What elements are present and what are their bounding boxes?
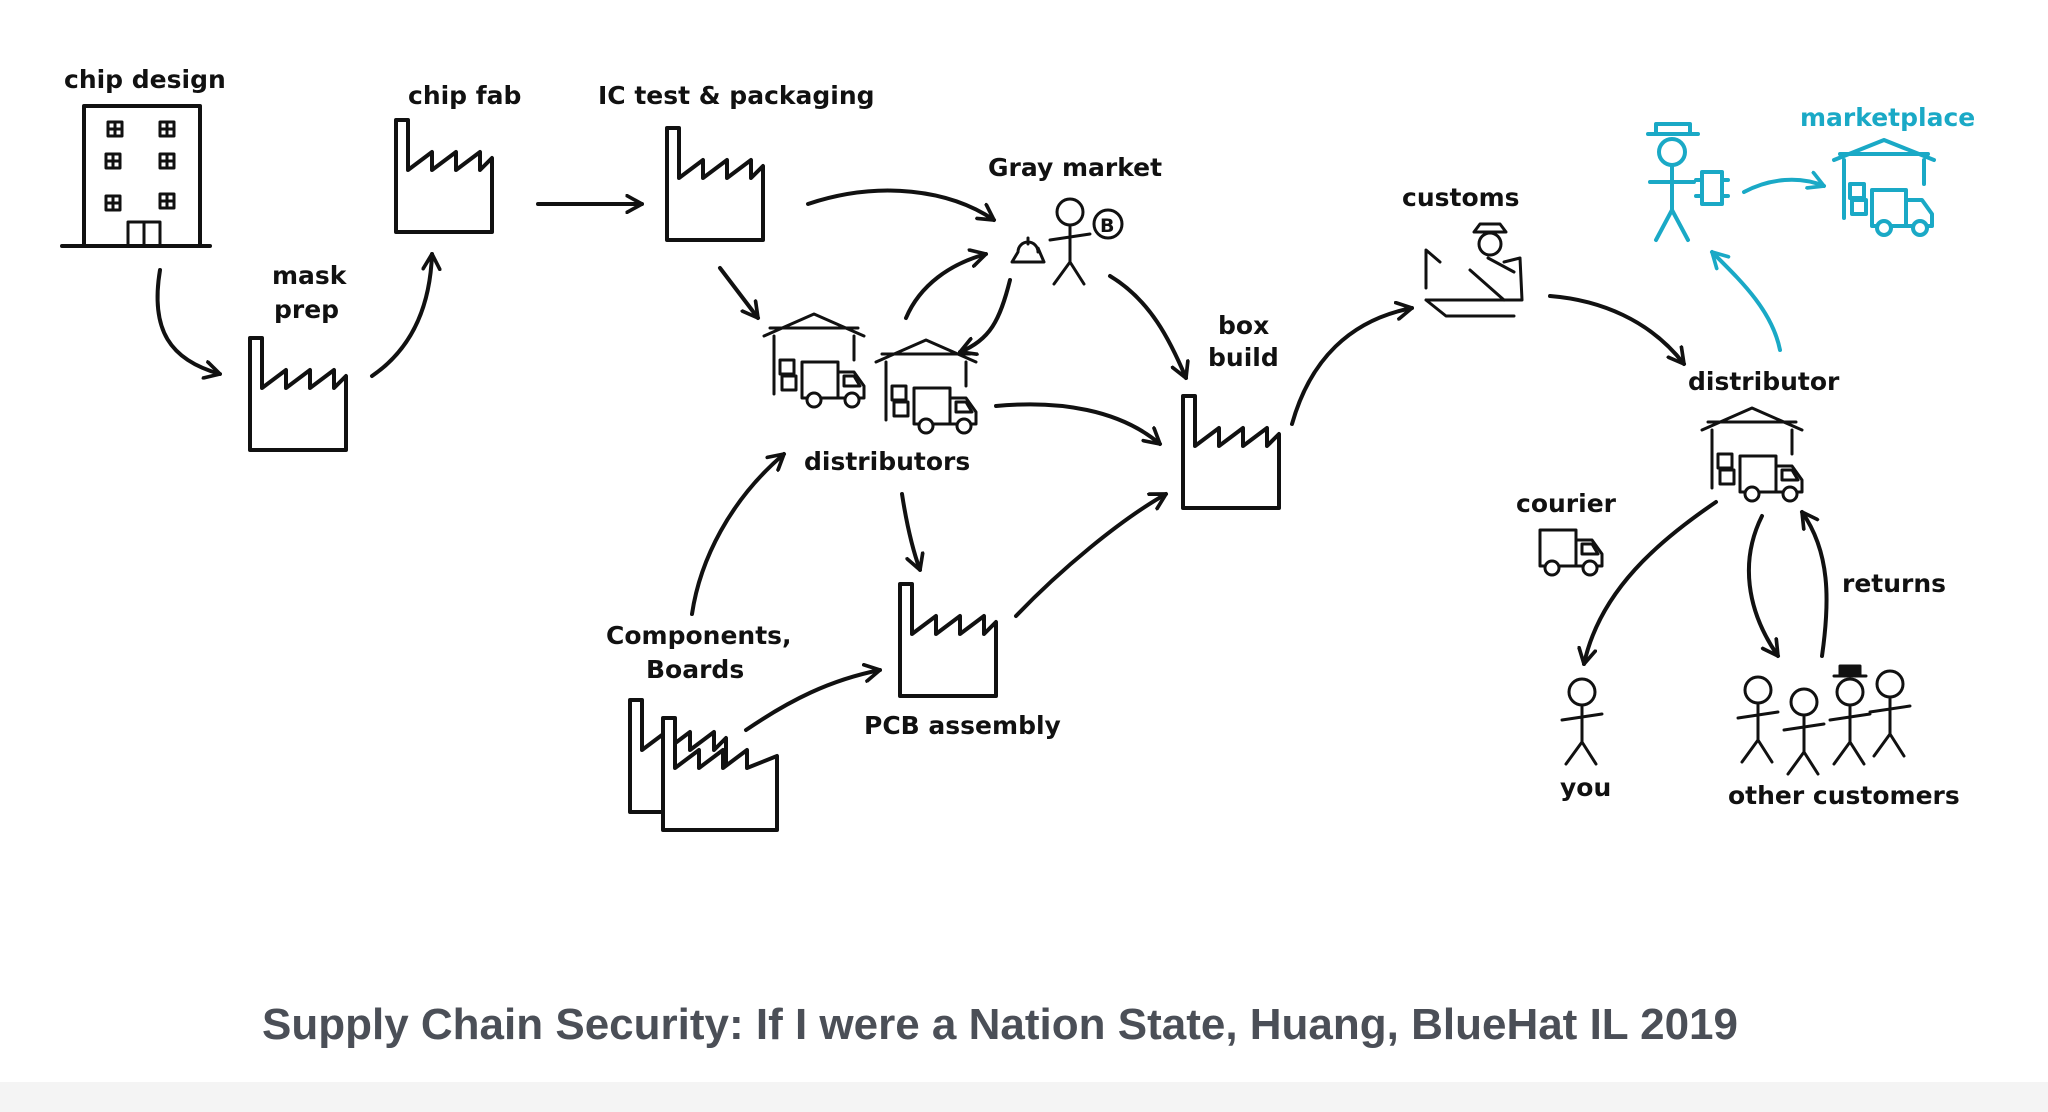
you-person-icon — [1560, 677, 1604, 766]
label-box-build-line2: build — [1208, 343, 1279, 372]
distributor-warehouse-2-icon — [876, 340, 976, 433]
arrow-distributors-to-pcb — [900, 492, 920, 572]
courier-truck-icon — [1538, 528, 1604, 577]
components-factory-front-icon — [661, 716, 779, 832]
arrow-person-to-marketplace — [1742, 180, 1826, 194]
arrow-gray-market-to-box-build — [1108, 274, 1186, 380]
marketplace-warehouse-icon — [1832, 138, 1936, 237]
box-build-factory-icon — [1181, 394, 1281, 510]
label-chip-fab: chip fab — [408, 81, 521, 110]
svg-text:B: B — [1100, 215, 1114, 237]
label-distributor: distributor — [1688, 367, 1840, 396]
distributor-warehouse-1-icon — [764, 314, 864, 407]
label-marketplace: marketplace — [1800, 103, 1975, 132]
label-mask-prep-line2: prep — [274, 295, 339, 324]
customs-officer-icon — [1424, 222, 1524, 318]
marketplace-person-icon — [1646, 122, 1730, 242]
chip-fab-factory-icon — [394, 118, 494, 234]
end-distributor-warehouse-icon — [1702, 408, 1802, 501]
mask-prep-factory-icon — [248, 336, 348, 452]
arrow-distributors-to-box-build — [994, 402, 1162, 446]
label-components-line1: Components, — [606, 621, 792, 650]
label-other-customers: other customers — [1728, 781, 1960, 810]
arrow-ic-test-to-gray-market — [806, 188, 996, 222]
arrow-design-to-mask — [155, 268, 222, 374]
label-pcb-assembly: PCB assembly — [864, 711, 1061, 740]
bottom-band — [0, 1082, 2048, 1112]
label-gray-market: Gray market — [988, 153, 1162, 182]
arrow-components-to-pcb — [744, 670, 882, 732]
arrow-distributor-to-customers — [1746, 514, 1780, 658]
arrow-distributors-to-gray-market — [904, 254, 988, 320]
label-courier: courier — [1516, 489, 1617, 518]
gray-market-person-icon: B — [1010, 197, 1124, 286]
chip-design-building-icon — [60, 104, 212, 248]
label-mask-prep-line1: mask — [272, 261, 348, 290]
label-returns: returns — [1842, 569, 1946, 598]
label-ic-test-packaging: IC test & packaging — [598, 81, 875, 110]
arrow-customs-to-distributor — [1548, 294, 1686, 366]
ic-test-factory-icon — [665, 126, 765, 242]
arrow-distributor-to-you — [1584, 500, 1718, 666]
label-distributors: distributors — [804, 447, 970, 476]
arrow-components-to-distributors — [690, 452, 786, 616]
other-customers-group-icon — [1736, 664, 1912, 776]
arrow-gray-market-to-distributors — [958, 278, 1012, 352]
label-customs: customs — [1402, 183, 1520, 212]
slide-caption: Supply Chain Security: If I were a Natio… — [262, 1000, 1738, 1049]
arrow-ic-test-to-distributors — [718, 266, 760, 320]
arrow-returns — [1800, 510, 1829, 658]
label-components-line2: Boards — [646, 655, 744, 684]
label-box-build-line1: box — [1218, 311, 1269, 340]
pcb-assembly-factory-icon — [898, 582, 998, 698]
label-chip-design: chip design — [64, 65, 226, 94]
arrow-pcb-to-box-build — [1014, 492, 1168, 618]
label-you: you — [1560, 773, 1611, 802]
arrow-mask-to-fab — [370, 252, 432, 378]
arrow-box-build-to-customs — [1290, 308, 1414, 426]
arrow-distributor-to-marketplace-person — [1710, 250, 1782, 352]
